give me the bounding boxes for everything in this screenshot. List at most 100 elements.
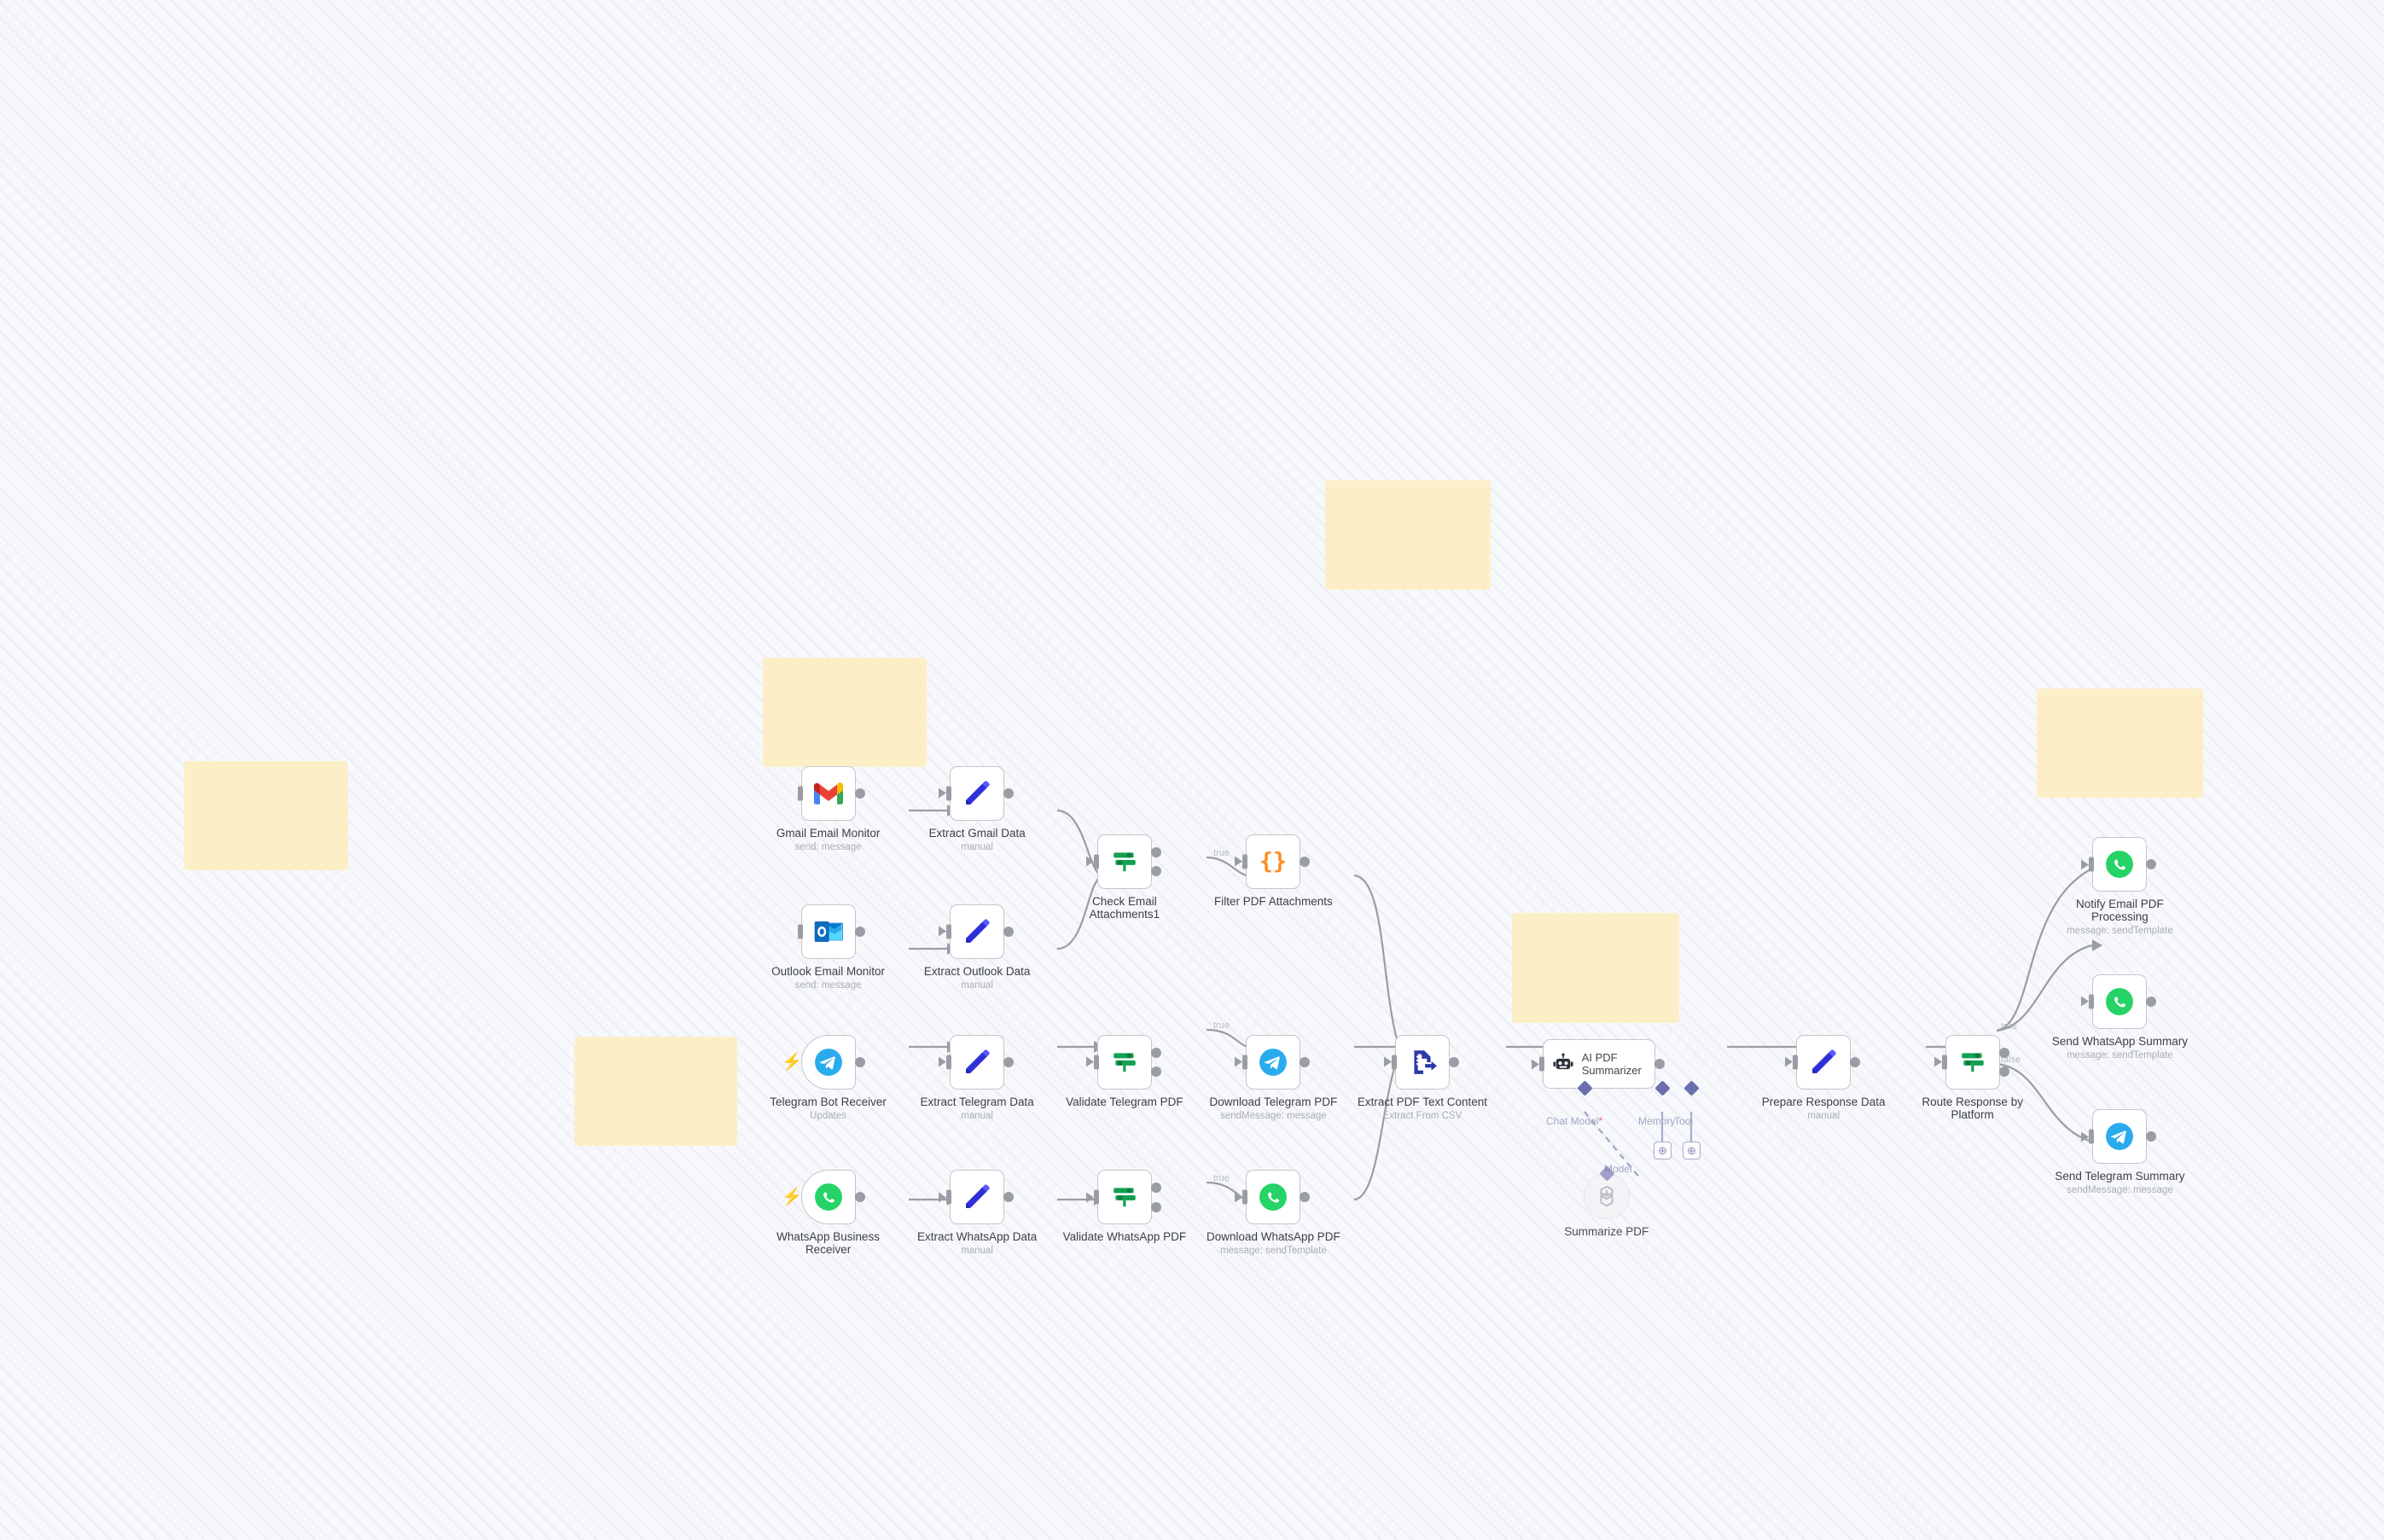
node-subtitle: manual [961, 841, 993, 852]
output-port-2[interactable] [1150, 865, 1161, 876]
edit-pencil-icon [962, 917, 991, 946]
input-port[interactable] [1093, 1055, 1099, 1070]
output-port-1[interactable] [1003, 1056, 1015, 1067]
sticky-note-4[interactable] [1325, 479, 1491, 590]
sticky-note-1[interactable] [183, 761, 348, 871]
node-extract-telegram-data[interactable] [946, 1034, 1015, 1090]
node-label-route-response-by-platform: Route Response by Platform [1883, 1095, 2062, 1121]
input-port[interactable] [1941, 1055, 1947, 1070]
node-notify-email-pdf-processing[interactable] [2089, 837, 2157, 892]
node-check-email-attachments1[interactable] [1093, 834, 1161, 889]
input-port[interactable] [2089, 994, 2095, 1009]
input-port[interactable] [2089, 1129, 2095, 1144]
input-port[interactable] [1793, 1055, 1799, 1070]
output-port-1[interactable] [1003, 926, 1015, 937]
node-title: Validate WhatsApp PDF [1062, 1230, 1187, 1244]
output-port-2[interactable] [1150, 1201, 1161, 1212]
node-send-whatsapp-summary[interactable] [2089, 973, 2157, 1029]
input-port[interactable] [1242, 1055, 1248, 1070]
ai-port-tool[interactable] [1683, 1080, 1700, 1096]
input-port[interactable] [1242, 1189, 1248, 1205]
node-ai-pdf-summarizer[interactable]: AI PDF Summarizer [1538, 1039, 1700, 1096]
input-port[interactable] [946, 786, 952, 801]
node-title: Extract Telegram Data [920, 1095, 1034, 1108]
node-telegram-bot-receiver[interactable]: ⚡ [782, 1034, 865, 1090]
output-port-1[interactable] [1998, 1047, 2009, 1058]
node-download-telegram-pdf[interactable] [1242, 1034, 1311, 1090]
output-port-1[interactable] [854, 787, 865, 799]
sticky-note-2[interactable] [574, 1036, 737, 1146]
node-send-telegram-summary[interactable] [2089, 1109, 2157, 1165]
node-title: Extract Outlook Data [923, 964, 1031, 978]
node-gmail-email-monitor[interactable] [797, 765, 865, 821]
output-port-1[interactable] [854, 1056, 865, 1067]
output-port-1[interactable] [2146, 996, 2157, 1007]
output-port-1[interactable] [1150, 1047, 1161, 1058]
svg-text:{}: {} [1259, 848, 1287, 875]
output-port-1[interactable] [1150, 846, 1161, 857]
trigger-bolt-icon: ⚡ [781, 1052, 803, 1072]
node-validate-telegram-pdf[interactable] [1093, 1034, 1161, 1090]
output-port-1[interactable] [2146, 1131, 2157, 1142]
node-extract-gmail-data[interactable] [946, 765, 1015, 821]
sticky-note-5[interactable] [1512, 913, 1679, 1023]
add-sub-node-button-2[interactable]: ⊕ [1683, 1142, 1701, 1159]
input-port[interactable] [797, 924, 803, 939]
node-title: Send Telegram Summary [2055, 1170, 2185, 1183]
output-port-1[interactable] [854, 1192, 865, 1203]
node-route-response-by-platform[interactable] [1941, 1034, 2009, 1090]
input-port[interactable] [1538, 1056, 1544, 1072]
telegram-icon [1259, 1048, 1288, 1077]
output-port-2[interactable] [1150, 1066, 1161, 1078]
node-download-whatsapp-pdf[interactable] [1242, 1170, 1311, 1225]
node-whatsapp-business-receiver[interactable]: ⚡ [782, 1170, 865, 1225]
output-port-1[interactable] [1654, 1059, 1665, 1070]
ai-port-chat-model[interactable] [1577, 1080, 1593, 1096]
node-extract-outlook-data[interactable] [946, 904, 1015, 959]
node-outlook-email-monitor[interactable] [797, 904, 865, 959]
output-port-1[interactable] [1003, 787, 1015, 799]
input-port[interactable] [1093, 854, 1099, 869]
node-title: Route Response by Platform [1922, 1095, 2023, 1121]
input-port[interactable] [946, 1055, 952, 1070]
add-sub-node-button-1[interactable]: ⊕ [1654, 1142, 1672, 1159]
input-port[interactable] [2089, 857, 2095, 872]
output-port-1[interactable] [1300, 1192, 1311, 1203]
input-port[interactable] [1093, 1189, 1099, 1205]
input-port[interactable] [946, 1189, 952, 1205]
output-port-2[interactable] [1998, 1066, 2009, 1078]
input-port[interactable] [1391, 1055, 1397, 1070]
edit-pencil-icon [962, 1048, 991, 1077]
output-port-1[interactable] [1003, 1192, 1015, 1203]
openai-icon [1592, 1182, 1621, 1211]
node-validate-whatsapp-pdf[interactable] [1093, 1170, 1161, 1225]
output-port-1[interactable] [1300, 856, 1311, 867]
switch-icon [1110, 1183, 1139, 1212]
output-port-1[interactable] [1850, 1056, 1861, 1067]
output-port-1[interactable] [854, 926, 865, 937]
input-port[interactable] [946, 924, 952, 939]
sticky-note-6[interactable] [2036, 688, 2204, 798]
sticky-note-3[interactable] [763, 658, 927, 768]
node-summarize-pdf[interactable] [1583, 1165, 1630, 1219]
node-label-filter-pdf-attachments: Filter PDF Attachments [1183, 895, 1363, 908]
node-filter-pdf-attachments[interactable]: {} [1242, 834, 1311, 889]
output-port-1[interactable] [1150, 1183, 1161, 1194]
output-port-1[interactable] [1448, 1056, 1459, 1067]
whatsapp-icon [1259, 1183, 1288, 1212]
node-title: Outlook Email Monitor [771, 964, 885, 978]
node-extract-pdf-text-content[interactable] [1391, 1034, 1459, 1090]
output-port-1[interactable] [2146, 859, 2157, 870]
node-subtitle: message: sendTemplate [2067, 926, 2173, 937]
node-extract-whatsapp-data[interactable] [946, 1170, 1015, 1225]
output-port-1[interactable] [1300, 1056, 1311, 1067]
ai-port-memory[interactable] [1654, 1080, 1671, 1096]
node-prepare-response-data[interactable] [1793, 1034, 1861, 1090]
input-port[interactable] [797, 786, 803, 801]
input-port[interactable] [1242, 854, 1248, 869]
node-subtitle: sendMessage: message [2067, 1185, 2173, 1196]
